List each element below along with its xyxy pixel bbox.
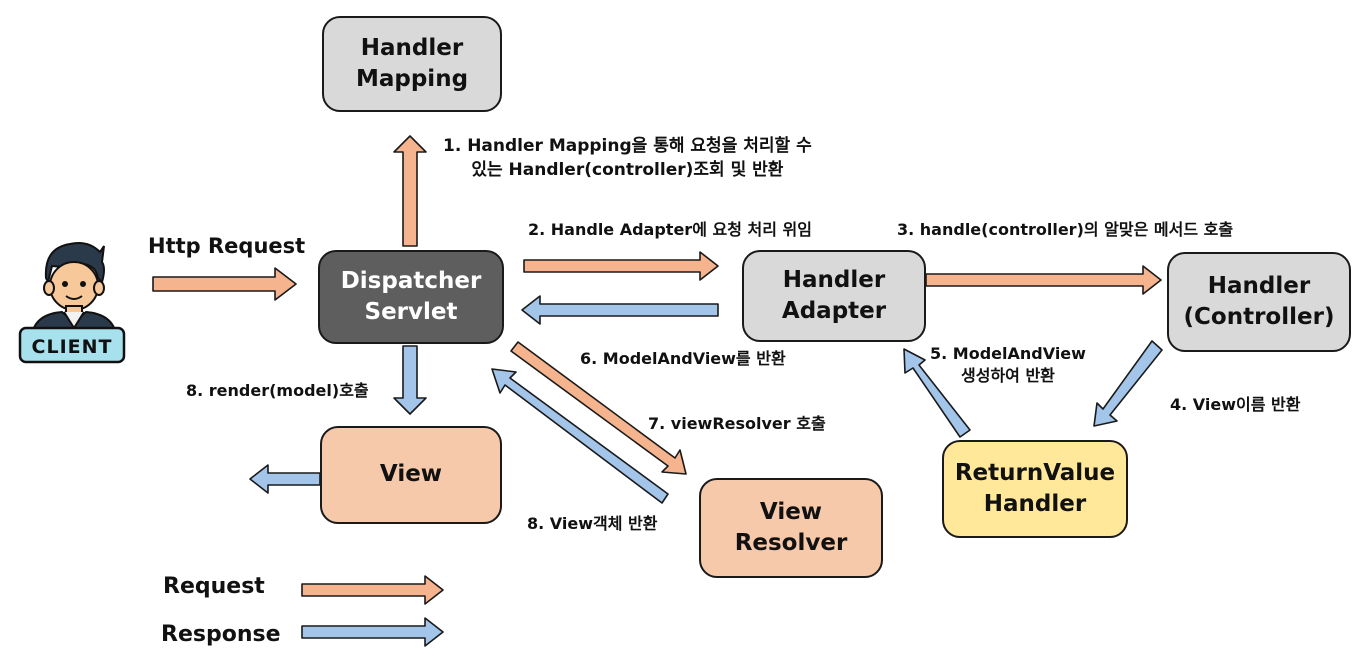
legend-request-arrow	[301, 575, 444, 605]
arrow-step6-to-dispatcher	[521, 295, 719, 325]
arrow-view-out	[249, 464, 321, 494]
legend-response-label: Response	[161, 622, 281, 647]
arrow-step1-to-mapping	[393, 135, 427, 247]
arrow-step2-to-adapter	[523, 251, 719, 281]
step6-label: 6. ModelAndView를 반환	[580, 349, 786, 368]
arrow-step7-to-resolver	[510, 341, 687, 475]
legend-request-label: Request	[163, 574, 265, 599]
dispatcher-servlet-box: Dispatcher Servlet	[318, 250, 504, 344]
handler-controller-box: Handler (Controller)	[1167, 252, 1351, 352]
returnvalue-handler-box: ReturnValue Handler	[942, 440, 1128, 538]
arrow-step4-to-returnvalue	[1093, 340, 1163, 427]
legend-response-arrow	[301, 617, 444, 647]
view-box: View	[320, 426, 502, 524]
client-label: CLIENT	[31, 336, 113, 358]
arrow-step8-render	[393, 345, 427, 415]
arrow-step5-to-adapter	[903, 348, 971, 438]
step2-label: 2. Handle Adapter에 요청 처리 위임	[528, 220, 812, 239]
view-resolver-box: View Resolver	[699, 478, 883, 578]
step3-label: 3. handle(controller)의 알맞은 메서드 호출	[897, 220, 1234, 239]
step8-view-label: 8. View객체 반환	[527, 514, 658, 533]
step8-render-label: 8. render(model)호출	[186, 381, 369, 400]
arrow-step3-to-controller	[925, 265, 1162, 295]
handler-adapter-box: Handler Adapter	[742, 250, 926, 342]
http-request-label: Http Request	[148, 234, 306, 258]
step5-label: 5. ModelAndView 생성하여 반환	[930, 344, 1086, 386]
arrow-http-request	[152, 267, 297, 301]
client-avatar-icon	[18, 242, 126, 364]
step7-label: 7. viewResolver 호출	[648, 414, 826, 433]
arrow-step8-view-object	[491, 368, 669, 504]
step1-label: 1. Handler Mapping을 통해 요청을 처리할 수 있는 Hand…	[443, 136, 812, 180]
step4-label: 4. View이름 반환	[1170, 395, 1301, 414]
handler-mapping-box: Handler Mapping	[322, 16, 502, 112]
